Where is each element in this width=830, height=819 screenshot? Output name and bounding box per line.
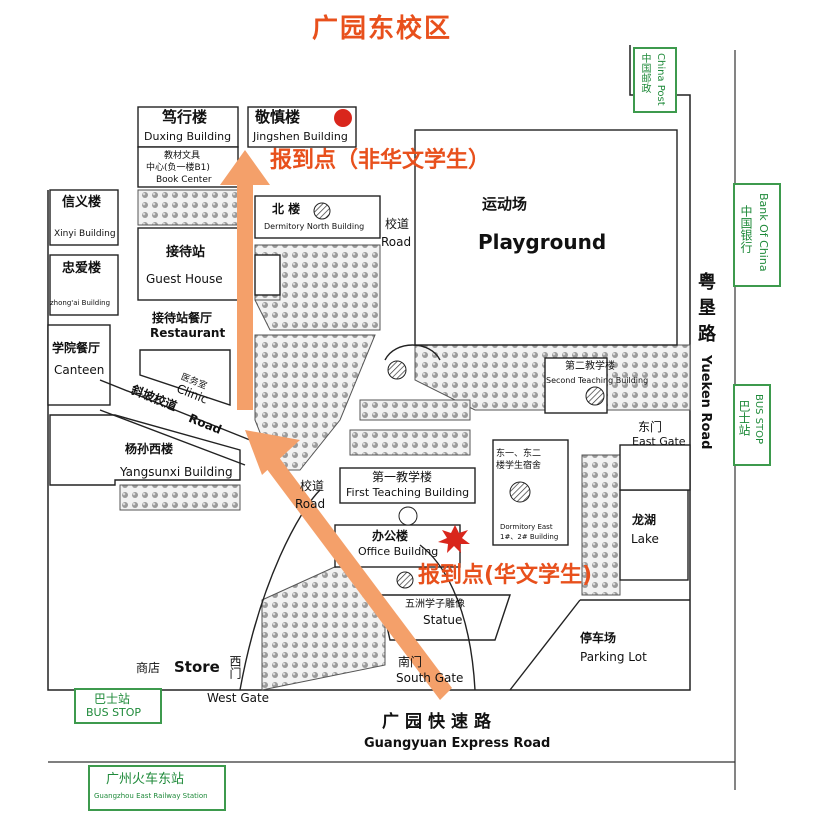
canteen-en: Canteen	[54, 363, 105, 377]
tree-area-center	[254, 334, 376, 471]
playground-cn: 运动场	[482, 195, 528, 213]
duxing-building-en: Duxing Building	[144, 130, 232, 143]
lake-en: Lake	[631, 532, 659, 546]
bus-stop-right-en: BUS STOP	[753, 394, 764, 445]
express-road-en: Guangyuan Express Road	[364, 736, 551, 751]
dorm-east-en2: 1#、2# Building	[500, 533, 559, 541]
railway-station-box: 广州火车东站 Guangzhou East Railway Station	[88, 765, 226, 811]
office-building-cn: 办公楼	[372, 529, 409, 543]
first-teaching-cn: 第一教学楼	[372, 470, 433, 484]
north-building-en: Dermitory North Building	[264, 222, 365, 231]
tree-area-east-strip	[581, 454, 621, 596]
lake-cn: 龙湖	[632, 513, 657, 527]
dorm-east-cn1: 东一、东二	[496, 449, 542, 459]
dorm-east-cn2: 楼学生宿舍	[496, 461, 542, 471]
bookcenter-cn2: 中心(负一楼B1)	[146, 163, 210, 173]
south-gate-en: South Gate	[396, 671, 464, 685]
xinyi-building-en: Xinyi Building	[54, 229, 116, 239]
checkin-marker-star	[438, 525, 470, 553]
east-gate-cn: 东门	[638, 420, 663, 434]
bookcenter-cn1: 教材文具	[164, 151, 201, 161]
statue-cn: 五洲学子雕像	[405, 599, 465, 610]
bus-stop-left-box: 巴士站 BUS STOP	[74, 688, 162, 724]
tree-area-top	[137, 189, 241, 226]
south-gate-cn: 南门	[398, 655, 423, 669]
road-label-en: Road	[381, 235, 412, 249]
tree-areas	[119, 189, 691, 691]
checkin-marker-dot	[334, 109, 352, 127]
yueken-road-en: Yueken Road	[698, 355, 713, 450]
hatched-markers	[313, 202, 605, 589]
first-teaching-en: First Teaching Building	[346, 486, 470, 499]
zhongai-building-cn: 忠爱楼	[62, 261, 102, 276]
road-lines	[99, 344, 690, 691]
store-en: Store	[174, 658, 220, 676]
china-post-cn: 中国邮政	[639, 53, 650, 93]
jingshen-building-en: Jingshen Building	[253, 130, 348, 143]
xinyi-building-cn: 信义楼	[62, 195, 102, 210]
road-label2-cn: 校道	[300, 479, 325, 493]
bus-stop-left-cn: 巴士站	[94, 692, 131, 706]
east-gate-en: East Gate	[632, 435, 686, 448]
parking-en: Parking Lot	[580, 650, 647, 664]
second-teaching-en: Second Teaching Building	[546, 376, 649, 385]
road-label2-en: Road	[295, 497, 326, 511]
map-title: 广园东校区	[312, 14, 453, 44]
express-road-cn: 广园快速路	[382, 712, 497, 732]
west-gate-en: West Gate	[207, 691, 270, 705]
bank-of-china-box: 中国银行 Bank Of China	[733, 183, 781, 287]
canteen-cn: 学院餐厅	[52, 341, 101, 355]
office-building-en: Office Building	[358, 545, 439, 558]
parking-cn: 停车场	[580, 631, 617, 645]
yangsunxi-cn: 杨孙西楼	[125, 442, 174, 456]
route-arrow-south	[245, 430, 452, 700]
tree-area-plaza-b	[349, 429, 471, 456]
yangsunxi-en: Yangsunxi Building	[120, 465, 233, 479]
railway-en: Guangzhou East Railway Station	[94, 792, 208, 800]
bookcenter-en: Book Center	[156, 175, 212, 185]
jingshen-building-cn: 敬慎楼	[255, 108, 301, 126]
west-gate-cn: 西门	[228, 655, 242, 679]
second-teaching-cn: 第二教学楼	[565, 361, 615, 372]
china-post-box: 中国邮政 China Post	[633, 47, 677, 113]
duxing-building-cn: 笃行楼	[162, 108, 208, 126]
bus-stop-right-box: 巴士站 BUS STOP	[733, 384, 771, 466]
route-arrow-north	[220, 150, 270, 410]
zhongai-building-en: zhong'ai Building	[50, 299, 111, 307]
railway-cn: 广州火车东站	[106, 772, 185, 787]
bus-stop-left-en: BUS STOP	[86, 706, 142, 719]
dorm-east-en1: Dormitory East	[500, 523, 553, 531]
north-building-cn: 北 楼	[272, 202, 301, 216]
yueken-road-cn: 粤垦路	[695, 272, 716, 350]
checkin-chinese: 报到点(华文学生)	[418, 563, 593, 588]
building-outlines	[47, 106, 691, 641]
tree-area-left-bottom	[119, 484, 241, 511]
road-label-cn: 校道	[385, 217, 410, 231]
boc-cn: 中国银行	[739, 205, 753, 253]
restaurant-en: Restaurant	[150, 326, 226, 340]
restaurant-cn: 接待站餐厅	[152, 311, 213, 325]
boc-en: Bank Of China	[757, 193, 770, 272]
guesthouse-cn: 接待站	[166, 245, 206, 260]
china-post-en: China Post	[655, 53, 666, 106]
bus-stop-right-cn: 巴士站	[737, 400, 751, 436]
playground-en: Playground	[478, 230, 607, 254]
checkin-non-chinese: 报到点（非华文学生）	[270, 148, 491, 173]
tree-area-plaza-a	[359, 399, 471, 421]
guesthouse-en: Guest House	[146, 272, 223, 286]
statue-en: Statue	[423, 613, 463, 627]
store-cn: 商店	[136, 661, 161, 675]
